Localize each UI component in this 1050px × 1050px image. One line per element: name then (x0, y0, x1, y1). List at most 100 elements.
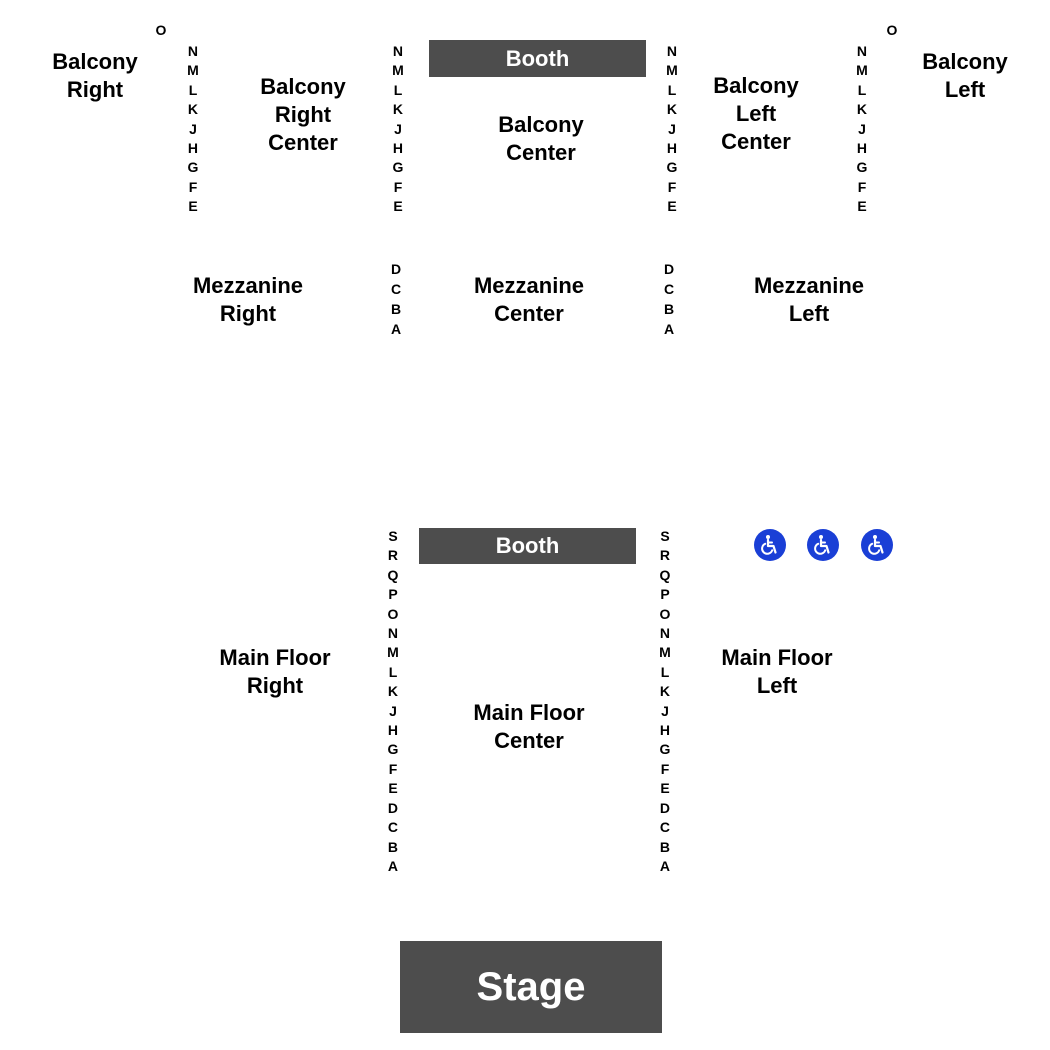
section-mezzanine-center-line-2: Center (494, 301, 564, 326)
section-mezzanine-right[interactable]: Mezzanine Right (193, 272, 303, 328)
balcony-booth: Booth (429, 40, 646, 77)
row-label: R (387, 547, 399, 564)
row-label: E (188, 198, 198, 215)
section-balcony-center-line-1: Balcony (498, 112, 584, 137)
row-label: D (659, 799, 671, 816)
row-label: J (389, 702, 397, 719)
row-label: M (666, 62, 678, 79)
section-balcony-left-center-line-1: Balcony (713, 73, 799, 98)
section-mezzanine-right-line-2: Right (219, 301, 277, 326)
row-label: G (659, 741, 671, 758)
row-label: M (387, 644, 399, 661)
row-label: M (392, 62, 404, 79)
row-o-label-left: O (886, 22, 898, 38)
section-main-floor-left-line-2: Left (756, 673, 798, 698)
row-label: G (187, 159, 199, 176)
row-label: Q (659, 566, 671, 583)
section-balcony-right-center-line-3: Center (268, 130, 338, 155)
section-balcony-center[interactable]: Balcony Center (498, 111, 584, 167)
wheelchair-icon[interactable] (754, 529, 786, 561)
row-label: Q (387, 566, 399, 583)
section-mezzanine-left-line-2: Left (788, 301, 830, 326)
section-balcony-right-line-1: Balcony (52, 49, 138, 74)
row-label: S (388, 528, 398, 544)
row-label: K (392, 101, 404, 118)
row-label: H (659, 722, 671, 739)
main-floor-booth: Booth (419, 528, 636, 564)
section-balcony-right-center[interactable]: Balcony Right Center (260, 73, 346, 157)
section-main-floor-left-line-1: Main Floor (721, 645, 833, 670)
row-label: N (392, 43, 404, 59)
row-label: P (660, 586, 670, 603)
row-label: N (187, 43, 199, 59)
wheelchair-icon[interactable] (861, 529, 893, 561)
row-label: B (659, 838, 671, 855)
section-balcony-left[interactable]: Balcony Left (922, 48, 1008, 104)
row-label: L (188, 81, 198, 98)
row-label: E (857, 198, 867, 215)
row-label: E (388, 780, 398, 797)
wheelchair-glyph (868, 535, 884, 555)
section-mezzanine-right-line-1: Mezzanine (192, 273, 304, 298)
row-label: G (392, 159, 404, 176)
row-o-label-right: O (155, 22, 167, 38)
row-label: E (660, 780, 670, 797)
row-label: H (387, 722, 399, 739)
row-label: L (857, 81, 867, 98)
row-label: B (390, 301, 402, 317)
row-label: O (659, 605, 671, 622)
row-label: F (667, 178, 677, 195)
row-label: M (659, 644, 671, 661)
row-label: S (660, 528, 670, 544)
row-label: G (856, 159, 868, 176)
row-label: D (387, 799, 399, 816)
row-label: J (394, 120, 402, 137)
wheelchair-icon[interactable] (807, 529, 839, 561)
balcony-booth-label: Booth (505, 45, 570, 71)
section-balcony-left-line-2: Left (944, 77, 986, 102)
wheelchair-glyph (814, 535, 830, 555)
row-label: F (388, 760, 398, 777)
stage: Stage (400, 941, 662, 1033)
row-label: H (856, 140, 868, 157)
section-balcony-right[interactable]: Balcony Right (52, 48, 138, 104)
row-label: N (659, 625, 671, 642)
section-main-floor-right-line-1: Main Floor (219, 645, 331, 670)
row-label: A (390, 321, 402, 337)
section-balcony-left-center-line-3: Center (721, 129, 791, 154)
row-label: G (387, 741, 399, 758)
section-balcony-left-center[interactable]: Balcony Left Center (713, 72, 799, 156)
row-label: O (387, 605, 399, 622)
row-label: L (667, 81, 677, 98)
section-mezzanine-center[interactable]: Mezzanine Center (474, 272, 584, 328)
row-label: J (668, 120, 676, 137)
section-main-floor-left[interactable]: Main Floor Left (721, 644, 832, 700)
row-label: E (393, 198, 403, 215)
row-label: A (663, 321, 675, 337)
section-balcony-left-line-1: Balcony (922, 49, 1008, 74)
row-label: N (856, 43, 868, 59)
main-floor-booth-label: Booth (495, 533, 560, 558)
row-label: J (661, 702, 669, 719)
row-label: H (666, 140, 678, 157)
section-balcony-right-center-line-2: Right (274, 102, 332, 127)
row-label: K (666, 101, 678, 118)
row-label: C (663, 281, 675, 297)
row-label: H (187, 140, 199, 157)
row-label: E (667, 198, 677, 215)
row-label: F (188, 178, 198, 195)
section-balcony-right-center-line-1: Balcony (260, 74, 346, 99)
section-main-floor-right[interactable]: Main Floor Right (219, 644, 330, 700)
row-label: N (666, 43, 678, 59)
section-mezzanine-left[interactable]: Mezzanine Left (754, 272, 864, 328)
row-label: M (187, 62, 199, 79)
row-label: K (856, 101, 868, 118)
row-label: B (387, 838, 399, 855)
section-main-floor-center[interactable]: Main Floor Center (473, 699, 584, 755)
row-label: R (659, 547, 671, 564)
row-label: F (660, 760, 670, 777)
